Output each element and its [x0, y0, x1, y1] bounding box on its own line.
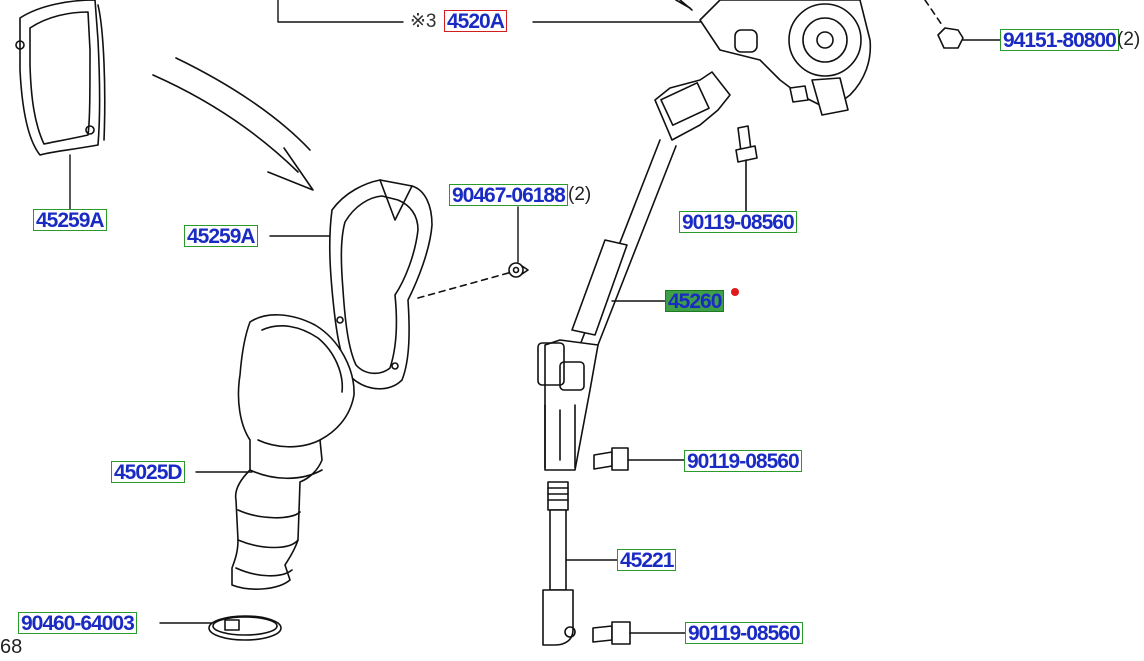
- part-number-label[interactable]: 45221: [617, 549, 677, 572]
- clip-part: [417, 262, 529, 299]
- selection-marker: [731, 288, 739, 296]
- steering-column: [675, 0, 872, 116]
- part-number-label-selected[interactable]: 45260: [665, 290, 725, 313]
- clamp-ring: [208, 615, 282, 641]
- bolt-middle: [593, 447, 686, 471]
- diagram-page-number: 68: [0, 636, 23, 658]
- quantity-label: (2): [1117, 29, 1141, 50]
- part-number-label[interactable]: 90460-64003: [18, 612, 137, 635]
- cover-panel-middle: [328, 179, 433, 390]
- bolt-lower: [592, 621, 687, 645]
- intermediate-shaft: [537, 71, 731, 471]
- cover-panel-left: [15, 0, 106, 156]
- quantity-label: (2): [568, 184, 592, 205]
- leader-lines: [69, 0, 1001, 624]
- direction-arrow: [152, 57, 314, 191]
- part-number-label[interactable]: 90119-08560: [679, 211, 797, 234]
- bolt-upper: [735, 125, 758, 213]
- part-number-label[interactable]: 45259A: [184, 225, 258, 248]
- part-number-label[interactable]: 45025D: [111, 461, 185, 484]
- part-number-label[interactable]: 4520A: [444, 10, 507, 33]
- boot-part: [231, 314, 355, 590]
- lower-shaft: [542, 481, 576, 646]
- part-number-label[interactable]: 94151-80800: [1000, 29, 1119, 52]
- part-number-label[interactable]: 45259A: [33, 209, 107, 232]
- note-reference-mark: ※3: [410, 11, 437, 32]
- part-number-label[interactable]: 90467-06188: [449, 184, 568, 207]
- part-number-label[interactable]: 90119-08560: [685, 622, 803, 645]
- nut-part: [924, 0, 964, 49]
- part-number-label[interactable]: 90119-08560: [684, 450, 802, 473]
